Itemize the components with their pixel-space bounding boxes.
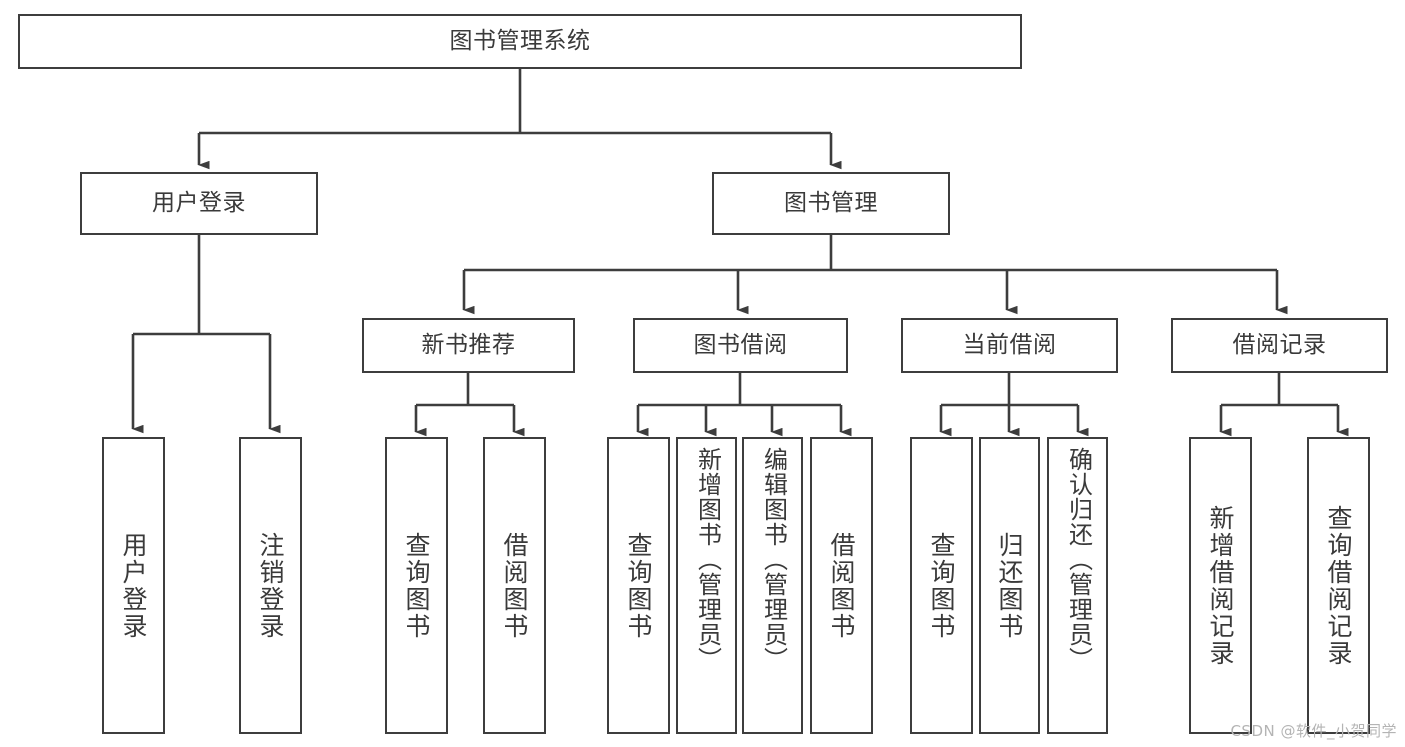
node-book-manage-label: 图书管理: [784, 190, 878, 217]
node-leaf-query-book-3[interactable]: 查询图书: [910, 437, 973, 734]
node-leaf-user-logout-label: 注销登录: [256, 531, 285, 640]
node-new-book-recommend[interactable]: 新书推荐: [362, 318, 575, 373]
node-leaf-confirm-return[interactable]: 确认归还（管理员）: [1047, 437, 1108, 734]
node-leaf-add-record[interactable]: 新增借阅记录: [1189, 437, 1252, 734]
node-current-borrow[interactable]: 当前借阅: [901, 318, 1118, 373]
node-root-label: 图书管理系统: [449, 28, 591, 55]
node-leaf-borrow-book-2-label: 借阅图书: [827, 531, 856, 640]
node-new-book-recommend-label: 新书推荐: [421, 332, 516, 359]
node-leaf-borrow-book-1-label: 借阅图书: [500, 531, 529, 640]
node-user-login-label: 用户登录: [152, 190, 246, 217]
node-current-borrow-label: 当前借阅: [962, 332, 1057, 359]
node-book-borrow-label: 图书借阅: [693, 332, 788, 359]
node-leaf-query-book-2[interactable]: 查询图书: [607, 437, 670, 734]
node-book-borrow[interactable]: 图书借阅: [633, 318, 848, 373]
node-leaf-return-book-label: 归还图书: [995, 531, 1024, 640]
node-leaf-query-book-1[interactable]: 查询图书: [385, 437, 448, 734]
watermark-text: CSDN @软件_小贺同学: [1230, 722, 1397, 740]
node-leaf-query-book-2-label: 查询图书: [624, 531, 653, 640]
node-user-login[interactable]: 用户登录: [80, 172, 318, 235]
node-borrow-record-label: 借阅记录: [1232, 332, 1327, 359]
node-leaf-add-book[interactable]: 新增图书（管理员）: [676, 437, 737, 734]
node-book-manage[interactable]: 图书管理: [712, 172, 950, 235]
node-leaf-borrow-book-2[interactable]: 借阅图书: [810, 437, 873, 734]
node-leaf-edit-book[interactable]: 编辑图书（管理员）: [742, 437, 803, 734]
node-leaf-confirm-return-label: 确认归还（管理员）: [1064, 447, 1093, 672]
node-leaf-user-login[interactable]: 用户登录: [102, 437, 165, 734]
node-leaf-borrow-book-1[interactable]: 借阅图书: [483, 437, 546, 734]
node-leaf-add-record-label: 新增借阅记录: [1206, 504, 1235, 667]
node-leaf-add-book-label: 新增图书（管理员）: [693, 447, 722, 672]
node-leaf-query-record-label: 查询借阅记录: [1324, 504, 1353, 667]
node-leaf-return-book[interactable]: 归还图书: [979, 437, 1040, 734]
node-leaf-user-login-label: 用户登录: [119, 531, 148, 640]
node-leaf-edit-book-label: 编辑图书（管理员）: [759, 447, 788, 672]
node-leaf-query-record[interactable]: 查询借阅记录: [1307, 437, 1370, 734]
node-leaf-query-book-1-label: 查询图书: [402, 531, 431, 640]
node-leaf-query-book-3-label: 查询图书: [927, 531, 956, 640]
node-borrow-record[interactable]: 借阅记录: [1171, 318, 1388, 373]
node-leaf-user-logout[interactable]: 注销登录: [239, 437, 302, 734]
node-root[interactable]: 图书管理系统: [18, 14, 1022, 69]
